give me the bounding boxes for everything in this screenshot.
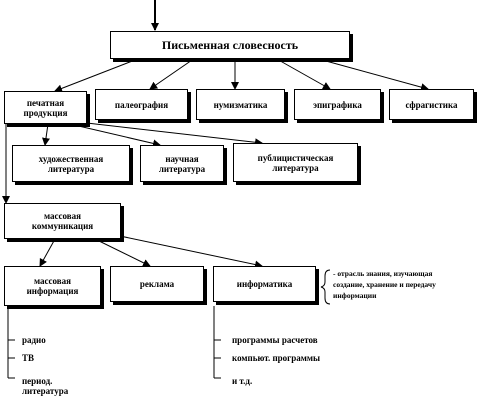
box-publ: публицистическая литература (233, 143, 358, 182)
box-informatika: информатика (213, 266, 316, 302)
label-publ: публицистическая литература (257, 152, 334, 173)
arrow-pechatnaya-publ (77, 121, 263, 147)
label-reklama: реклама (139, 279, 175, 289)
arrow-pechatnaya-hudozh (42, 123, 50, 146)
massinfo-item-radio: радио (22, 335, 46, 345)
label-epigrafika: эпиграфика (313, 99, 362, 110)
arrow-root-epigrafika (274, 57, 331, 90)
box-reklama: реклама (110, 266, 204, 302)
arrow-masscomm-massinfo (39, 238, 56, 267)
curly-brace (320, 269, 331, 305)
root-label: Письменная словесность (161, 38, 299, 52)
box-numizmatika: нумизматика (196, 89, 285, 120)
box-paleografiya: палеография (95, 89, 188, 120)
massinfo-item-period: период. литература (22, 376, 69, 396)
root-box: Письменная словесность (110, 31, 350, 59)
box-sfragistika: сфрагистика (389, 89, 474, 120)
label-hudozh: художественная литература (38, 153, 104, 174)
informatika-item-programs: программы расчетов (232, 335, 318, 345)
informatika-item-etc: и т.д. (232, 376, 253, 386)
label-numizmatika: нумизматика (213, 99, 268, 110)
arrow-root-sfragistika (314, 57, 429, 92)
box-masscomm: массовая коммуникация (4, 203, 121, 239)
label-informatika: информатика (236, 279, 293, 289)
arrow-pechatnaya-nauchnaya (69, 123, 161, 148)
label-pechatnaya: печатная продукция (23, 97, 68, 118)
massinfo-item-tv: ТВ (22, 353, 35, 363)
label-massinfo: массовая информация (26, 276, 79, 296)
label-masscomm: массовая коммуникация (31, 211, 94, 231)
arrow-root-paleografiya (149, 57, 196, 90)
label-nauchnaya: научная литература (158, 153, 206, 174)
box-hudozh: художественная литература (12, 145, 130, 182)
informatika-note: - отрасль знания, изучающая создание, хр… (333, 269, 436, 300)
box-nauchnaya: научная литература (140, 145, 224, 182)
box-epigrafika: эпиграфика (294, 89, 381, 120)
label-paleografiya: палеография (114, 99, 169, 110)
arrow-masscomm-informatika (119, 235, 263, 269)
box-massinfo: массовая информация (4, 266, 101, 306)
box-pechatnaya: печатная продукция (4, 91, 87, 124)
arrow-masscomm-reklama (94, 238, 151, 267)
label-sfragistika: сфрагистика (405, 99, 458, 110)
arrow-root-pechatnaya (54, 57, 141, 93)
informatika-item-computer: компьют. программы (232, 353, 321, 363)
